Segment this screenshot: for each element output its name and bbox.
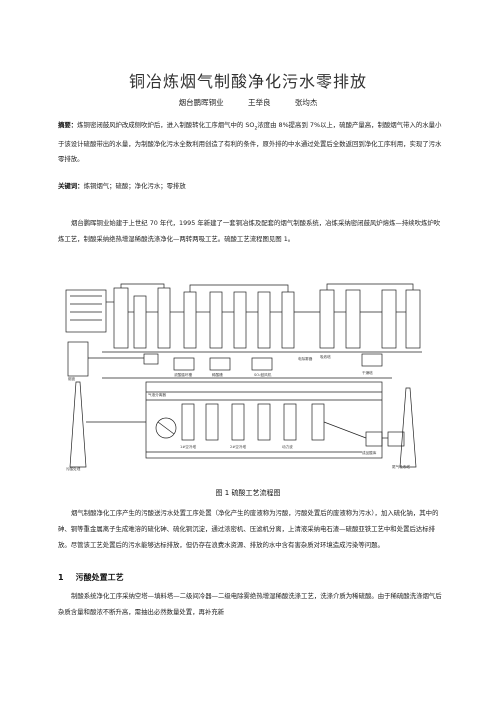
keywords-label: 关键词： [58, 182, 84, 190]
lower-tower-1 [181, 403, 195, 441]
lower-tower-5 [283, 403, 297, 441]
figure-label: 干燥塔 [362, 370, 373, 375]
furnace [67, 341, 89, 377]
tower-9 [319, 289, 335, 349]
figure-label: 2#空冷塔 [230, 444, 246, 449]
tower-5 [209, 291, 223, 349]
heat-exchanger [155, 417, 177, 439]
body-paragraph-1: 烟气制酸净化工序产生的污酸送污水处置工序处置（净化产生的废液称为污酸，污酸处置后… [58, 509, 439, 550]
abstract-text-2: 浓度由 8%提高到 7%以上，硫酸产量高，制酸烟气带入的水量小于该设计硫酸带出的… [58, 121, 442, 164]
section-heading: 1 污酸处置工艺 [58, 572, 124, 583]
abstract-text-1: 炼铜密闭鼓风炉改成侧吹炉后，进入制酸转化工序烟气中的 SO [77, 121, 255, 129]
intro-paragraph: 烟台鹏晖铜业始建于上世纪 70 年代，1995 年新建了一套铜冶炼及配套的烟气制… [58, 219, 441, 244]
tower-11 [381, 289, 397, 349]
acid-tank-2 [387, 431, 405, 447]
figure-label: 尾气吸收塔 [392, 464, 410, 469]
author-line: 烟台鹏晖铜业 王举良 张均杰 [0, 97, 496, 108]
author-name-1: 王举良 [248, 98, 271, 107]
abstract: 摘要：炼铜密闭鼓风炉改成侧吹炉后，进入制酸转化工序烟气中的 SO2浓度由 8%提… [58, 118, 442, 168]
tower-4 [183, 291, 197, 349]
author-affiliation: 烟台鹏晖铜业 [178, 98, 224, 107]
lower-tower-2 [205, 403, 219, 441]
section-title: 污酸处置工艺 [75, 573, 124, 582]
figure-label: 电除雾器 [298, 356, 313, 361]
figure-label: 动力波 [282, 444, 293, 449]
section-number: 1 [58, 573, 64, 582]
process-flow-diagram: 烟囱 浓酸循环槽 稀酸槽 SO₂鼓风机 电除雾器 干燥塔 1#空冷塔 2#空冷塔… [65, 283, 422, 471]
tower-2 [133, 295, 147, 349]
body-paragraph-2: 制酸系统净化工序采纳空塔—填料塔—二级间冷器—二级电除雾绝热增湿稀酸洗涤工艺，洗… [58, 592, 442, 617]
figure-label: 成品酸库 [362, 450, 377, 455]
keywords: 关键词：炼铜烟气；硫酸；净化污水；零排放 [58, 179, 442, 195]
lower-tower-3 [231, 403, 245, 441]
lower-tower-6 [311, 403, 325, 441]
chimney-left [69, 381, 87, 468]
abstract-label: 摘要： [58, 121, 78, 129]
control-block [65, 289, 107, 333]
figure-caption: 图 1 硫酸工艺流程图 [215, 489, 281, 497]
tower-8 [281, 291, 295, 349]
tower-12 [405, 289, 421, 349]
tank-3 [209, 357, 231, 371]
figure-label: SO₂鼓风机 [254, 372, 272, 377]
figure-label: 烟囱 [68, 376, 76, 381]
tower-3 [157, 287, 171, 349]
tower-10 [345, 289, 361, 349]
tank-4 [251, 357, 273, 371]
figure-label: 浓酸循环槽 [174, 372, 192, 377]
figure-label: 吸收塔 [320, 354, 331, 359]
figure-label: 气液分离器 [148, 392, 166, 397]
tank-2 [173, 357, 195, 371]
tower-1 [113, 287, 129, 349]
tower-6 [233, 291, 247, 349]
figure-label: 污酸处理 [66, 466, 81, 471]
lower-tower-4 [257, 403, 271, 441]
paper-title: 铜冶炼烟气制酸净化污水零排放 [128, 72, 367, 91]
abstract-subscript: 2 [254, 126, 258, 132]
tower-7 [257, 291, 271, 349]
tank-5 [361, 353, 383, 367]
tank-1 [143, 353, 159, 365]
keywords-text: 炼铜烟气；硫酸；净化污水；零排放 [83, 182, 186, 190]
figure-label: 稀酸槽 [212, 372, 223, 377]
chimney-right [399, 387, 417, 468]
acid-tank-1 [365, 431, 383, 447]
author-name-2: 张均杰 [294, 98, 318, 107]
figure-label: 1#空冷塔 [180, 444, 196, 449]
